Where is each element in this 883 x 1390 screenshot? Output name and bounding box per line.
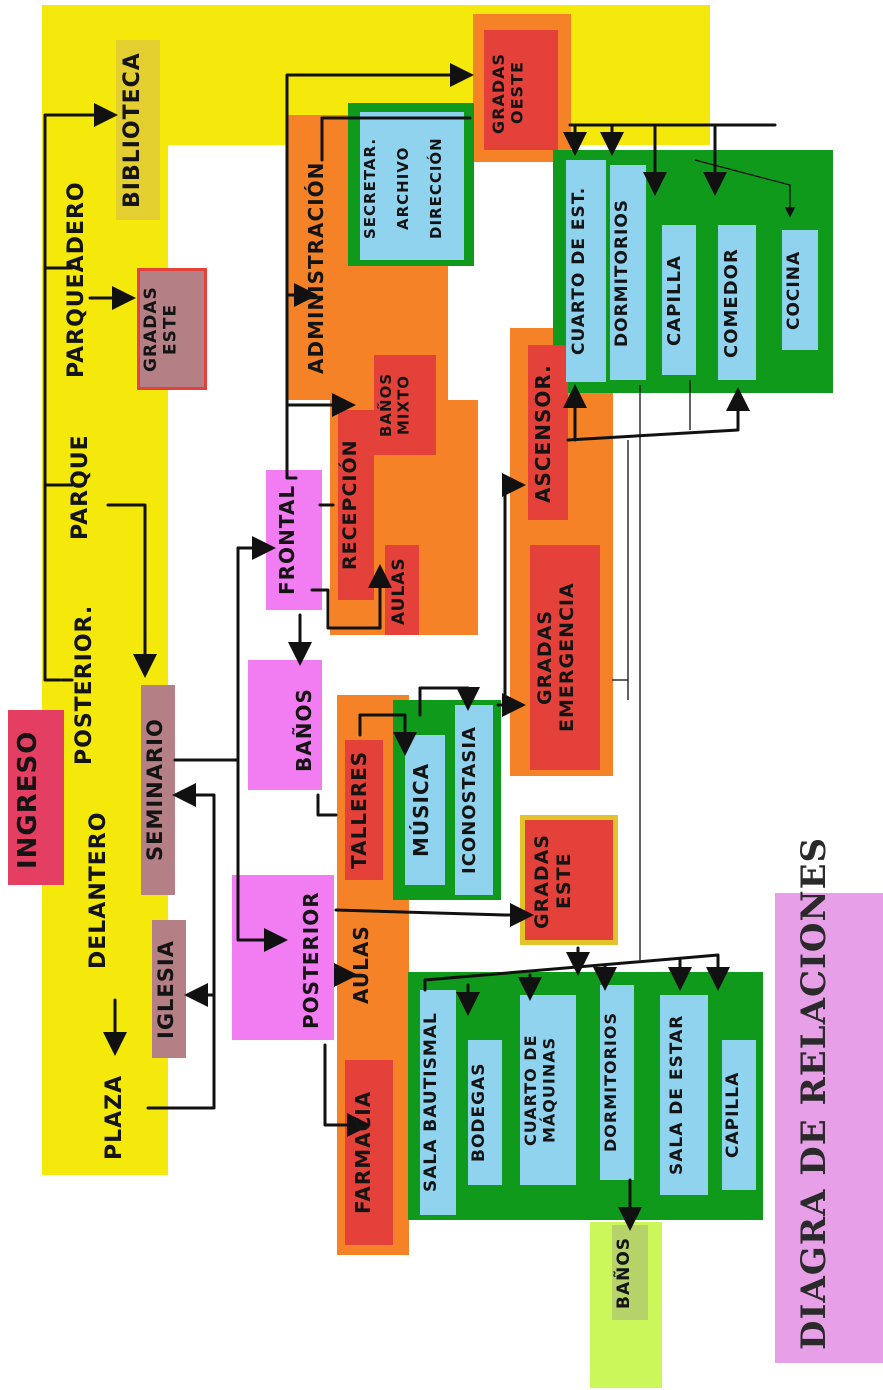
gradas-emergencia-tag xyxy=(530,545,600,770)
gradas-este-mid-tag xyxy=(520,815,618,945)
capilla-bottom-tag xyxy=(722,1040,756,1190)
dormitorios-bottom-tag xyxy=(600,985,634,1180)
cuarto-de-estar-label: CUARTO DE EST. xyxy=(569,186,589,356)
dormitorios-top-tag xyxy=(610,165,646,380)
musica-label: MÚSICA xyxy=(409,762,433,858)
cuarto-maquinas-tag xyxy=(520,995,576,1185)
sala-bautismal-label: SALA BAUTISMAL xyxy=(421,1012,441,1193)
direccion-label: DIRECCIÓN xyxy=(427,137,445,239)
banos-bottom-label: BAÑOS xyxy=(614,1236,634,1310)
cocina-tag xyxy=(782,230,818,350)
banos-bottom-tag xyxy=(612,1225,648,1320)
talleres-tag xyxy=(345,740,383,880)
comedor-label: COMEDOR xyxy=(721,248,742,358)
parqueadero-label: PARQUEADERO xyxy=(64,181,89,379)
delantero-label: DELANTERO xyxy=(86,811,111,969)
iglesia-label: IGLESIA xyxy=(154,940,178,1040)
ingreso-label: INGRESO xyxy=(13,730,43,870)
banos-mixto-label: BAÑOS MIXTO xyxy=(377,372,413,438)
posterior-ingreso-label: POSTERIOR. xyxy=(72,604,97,766)
dormitorios-bottom-label: DORMITORIOS xyxy=(601,1012,620,1153)
musica-tag xyxy=(405,735,445,885)
plaza-label: PLAZA xyxy=(102,1074,127,1161)
frontal-label: FRONTAL xyxy=(275,484,299,596)
aulas-top-tag xyxy=(385,545,419,635)
seminario-label: SEMINARIO xyxy=(143,718,167,862)
gradas-oeste-tag xyxy=(484,30,558,150)
archivo-label: ARCHIVO xyxy=(394,146,412,230)
cocina-label: COCINA xyxy=(784,250,804,331)
ascensor-tag xyxy=(528,345,568,520)
secretaria-label: SECRETAR. xyxy=(361,137,379,239)
cuarto-de-estar-tag xyxy=(566,160,606,382)
diagram-title: DIAGRA DE RELACIONES xyxy=(794,836,834,1350)
gradas-este-top-label: GRADAS ESTE xyxy=(141,286,181,373)
administracion-label: ADMINISTRACIÓN xyxy=(304,161,328,374)
parque-label: PARQUE xyxy=(68,434,93,541)
sala-de-estar-label: SALA DE ESTAR xyxy=(667,1014,687,1176)
talleres-label: TALLERES xyxy=(347,750,371,870)
services-zone xyxy=(408,972,763,1220)
sala-de-estar-tag xyxy=(660,995,708,1195)
gradas-este-mid-label: GRADAS ESTE xyxy=(531,833,575,929)
capilla-top-tag xyxy=(662,225,696,375)
gradas-este-top-tag xyxy=(137,268,207,390)
capilla-bottom-label: CAPILLA xyxy=(723,1071,743,1159)
ascensor-label: ASCENSOR. xyxy=(531,364,555,504)
farmacia-label: FARMACIA xyxy=(351,1090,375,1215)
comedor-tag xyxy=(718,225,756,380)
iconostasia-tag xyxy=(455,705,493,895)
bodegas-label: BODEGAS xyxy=(469,1062,489,1163)
dormitorios-top-label: DORMITORIOS xyxy=(612,198,632,347)
sala-bautismal-tag xyxy=(420,990,456,1215)
cuarto-de-maquinas-label: CUARTO DE MÁQUINAS xyxy=(521,1034,559,1146)
posterior-label: POSTERIOR xyxy=(299,891,323,1029)
title-zone xyxy=(775,893,883,1363)
ingreso-tag xyxy=(8,710,64,885)
banos-mid-label: BAÑOS xyxy=(292,688,316,772)
aulas-bottom-label: AULAS xyxy=(349,925,373,1005)
aulas-top-label: AULAS xyxy=(389,557,409,625)
iconostasia-label: ICONOSTASIA xyxy=(459,726,480,874)
gradas-oeste-label: GRADAS OESTE xyxy=(489,52,527,134)
biblioteca-label: BIBLIOTECA xyxy=(120,52,145,208)
recepcion-label: RECEPCIÓN xyxy=(339,439,361,570)
biblioteca-tag xyxy=(116,40,160,220)
capilla-top-label: CAPILLA xyxy=(664,255,685,347)
gradas-emergencia-label: GRADAS EMERGENCIA xyxy=(534,582,578,733)
bodegas-tag xyxy=(468,1040,502,1185)
